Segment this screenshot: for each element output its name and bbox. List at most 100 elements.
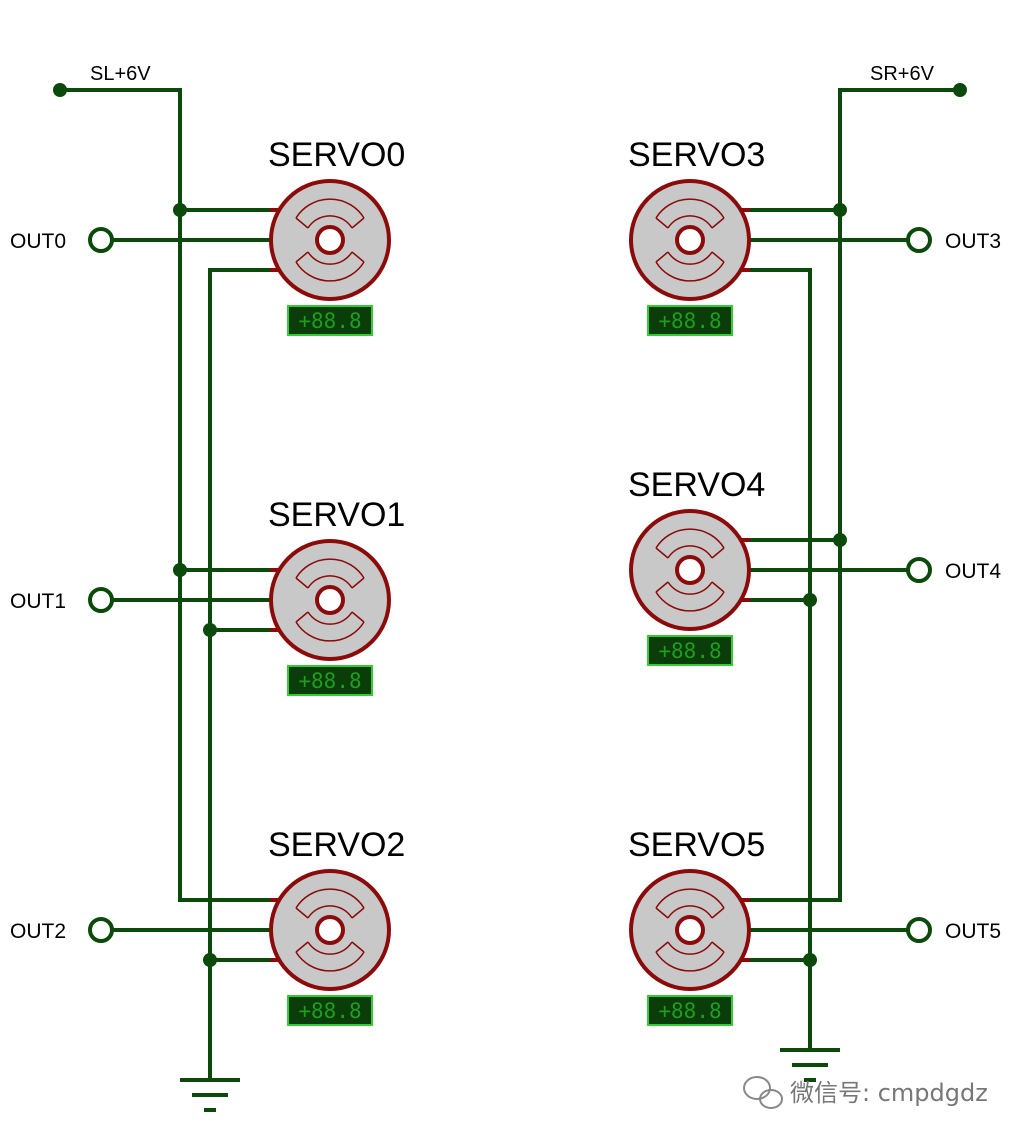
left-supply-label: SL+6V bbox=[90, 63, 151, 85]
wechat-icon bbox=[743, 1076, 783, 1109]
servo-arc bbox=[295, 198, 365, 219]
right-wiring: SR+6V bbox=[748, 63, 967, 1082]
left-supply-wire bbox=[58, 88, 272, 902]
servo-arc bbox=[307, 251, 353, 265]
junction-dot bbox=[173, 563, 187, 577]
output-label: OUT5 bbox=[945, 920, 1001, 943]
servo-3: SERVO3 +88.8 bbox=[628, 136, 765, 336]
servo-hub bbox=[315, 585, 345, 615]
servo-arc bbox=[295, 888, 365, 909]
output-terminal-1[interactable]: OUT1 bbox=[10, 587, 114, 613]
right-supply-wire bbox=[748, 88, 962, 902]
servo-name: SERVO1 bbox=[268, 496, 405, 534]
servo-group: SERVO0+88.8SERVO1+88.8SERVO2+88.8SERVO3+… bbox=[268, 136, 765, 1026]
left-supply-terminal bbox=[53, 83, 67, 97]
servo-display bbox=[287, 995, 373, 1026]
servo-arc bbox=[307, 941, 353, 955]
terminal-circle[interactable] bbox=[906, 917, 932, 943]
servo-arc bbox=[655, 591, 725, 612]
servo-name: SERVO3 bbox=[628, 136, 765, 174]
servo-arc bbox=[667, 581, 713, 595]
servo-display bbox=[647, 305, 733, 336]
output-label: OUT0 bbox=[10, 230, 66, 253]
terminal-circle[interactable] bbox=[88, 227, 114, 253]
terminal-circle[interactable] bbox=[88, 917, 114, 943]
junction-dot bbox=[803, 953, 817, 967]
servo-arc bbox=[711, 907, 725, 919]
servo-hub bbox=[315, 225, 345, 255]
servo-arc bbox=[295, 621, 365, 642]
right-supply-terminal bbox=[953, 83, 967, 97]
servo-arc bbox=[295, 558, 365, 579]
junction-dot bbox=[833, 203, 847, 217]
output-terminal-0[interactable]: OUT0 bbox=[10, 227, 114, 253]
servo-arc bbox=[351, 941, 365, 953]
servo-0: SERVO0 +88.8 bbox=[268, 136, 405, 336]
servo-display bbox=[647, 635, 733, 666]
servo-arc bbox=[295, 217, 309, 229]
servo-display-value: +88.8 bbox=[298, 999, 361, 1023]
servo-hub bbox=[675, 555, 705, 585]
servo-arc bbox=[655, 547, 669, 559]
servo-display-value: +88.8 bbox=[658, 309, 721, 333]
junction-dot bbox=[173, 203, 187, 217]
output-terminal-3[interactable]: OUT3 bbox=[906, 227, 1001, 253]
servo-arc bbox=[655, 581, 669, 593]
terminal-circle[interactable] bbox=[88, 587, 114, 613]
servo-display bbox=[287, 305, 373, 336]
servo-display bbox=[647, 995, 733, 1026]
junction-dot bbox=[833, 533, 847, 547]
servo-arc bbox=[655, 888, 725, 909]
servo-display bbox=[287, 665, 373, 696]
left-ground-wire bbox=[208, 268, 272, 1082]
servo-name: SERVO5 bbox=[628, 826, 765, 864]
servo-name: SERVO0 bbox=[268, 136, 405, 174]
servo-arc bbox=[667, 545, 713, 559]
servo-display-value: +88.8 bbox=[658, 639, 721, 663]
junction-dot bbox=[803, 593, 817, 607]
servo-display-value: +88.8 bbox=[298, 669, 361, 693]
servo-hub bbox=[315, 915, 345, 945]
servo-name: SERVO4 bbox=[628, 466, 765, 504]
right-supply-label: SR+6V bbox=[870, 63, 935, 85]
servo-5: SERVO5+88.8 bbox=[628, 826, 765, 1026]
servo-arc bbox=[351, 251, 365, 263]
servo-arc bbox=[667, 215, 713, 229]
output-terminal-5[interactable]: OUT5 bbox=[906, 917, 1001, 943]
servo-arc bbox=[351, 577, 365, 589]
servo-arc bbox=[711, 547, 725, 559]
servo-arc bbox=[711, 941, 725, 953]
output-terminal-2[interactable]: OUT2 bbox=[10, 917, 114, 943]
servo-arc bbox=[711, 251, 725, 263]
watermark: 微信号: cmpdgdz bbox=[743, 1076, 988, 1109]
servo-arc bbox=[295, 907, 309, 919]
servo-arc bbox=[655, 217, 669, 229]
output-label: OUT3 bbox=[945, 230, 1001, 253]
terminal-circle[interactable] bbox=[906, 557, 932, 583]
servo-hub bbox=[675, 915, 705, 945]
servo-arc bbox=[655, 198, 725, 219]
servo-arc bbox=[655, 941, 669, 953]
servo-arc bbox=[667, 941, 713, 955]
servo-arc bbox=[295, 941, 309, 953]
terminal-circle[interactable] bbox=[906, 227, 932, 253]
output-terminal-4[interactable]: OUT4 bbox=[906, 557, 1001, 583]
servo-arc bbox=[667, 251, 713, 265]
servo-arc bbox=[295, 261, 365, 282]
right-ground-symbol bbox=[780, 1048, 840, 1082]
servo-arc bbox=[711, 581, 725, 593]
servo-arc bbox=[307, 575, 353, 589]
servo-display-value: +88.8 bbox=[298, 309, 361, 333]
output-label: OUT1 bbox=[10, 590, 66, 613]
servo-arc bbox=[351, 611, 365, 623]
servo-arc bbox=[295, 251, 309, 263]
right-ground-wire bbox=[748, 268, 812, 1052]
watermark-text: 微信号: cmpdgdz bbox=[790, 1079, 988, 1107]
output-label: OUT4 bbox=[945, 560, 1001, 583]
servo-arc bbox=[295, 951, 365, 972]
servo-arc bbox=[655, 907, 669, 919]
servo-hub bbox=[675, 225, 705, 255]
servo-arc bbox=[711, 217, 725, 229]
